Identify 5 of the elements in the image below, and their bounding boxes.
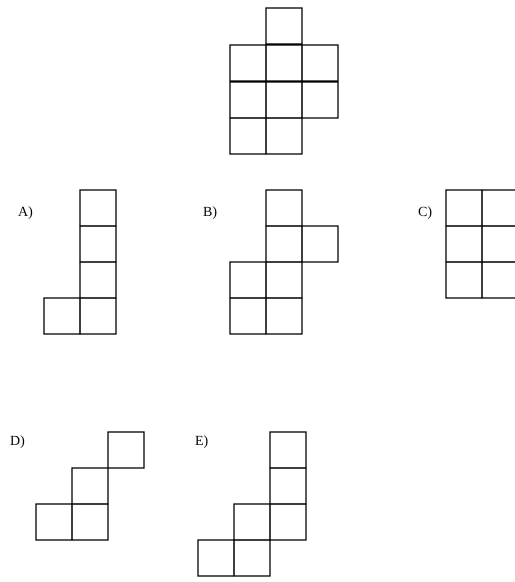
option-label: A) bbox=[18, 205, 33, 221]
option-label: D) bbox=[10, 434, 25, 450]
option-label: C) bbox=[418, 205, 432, 221]
option-label: E) bbox=[195, 434, 208, 450]
option-label: B) bbox=[203, 205, 217, 221]
